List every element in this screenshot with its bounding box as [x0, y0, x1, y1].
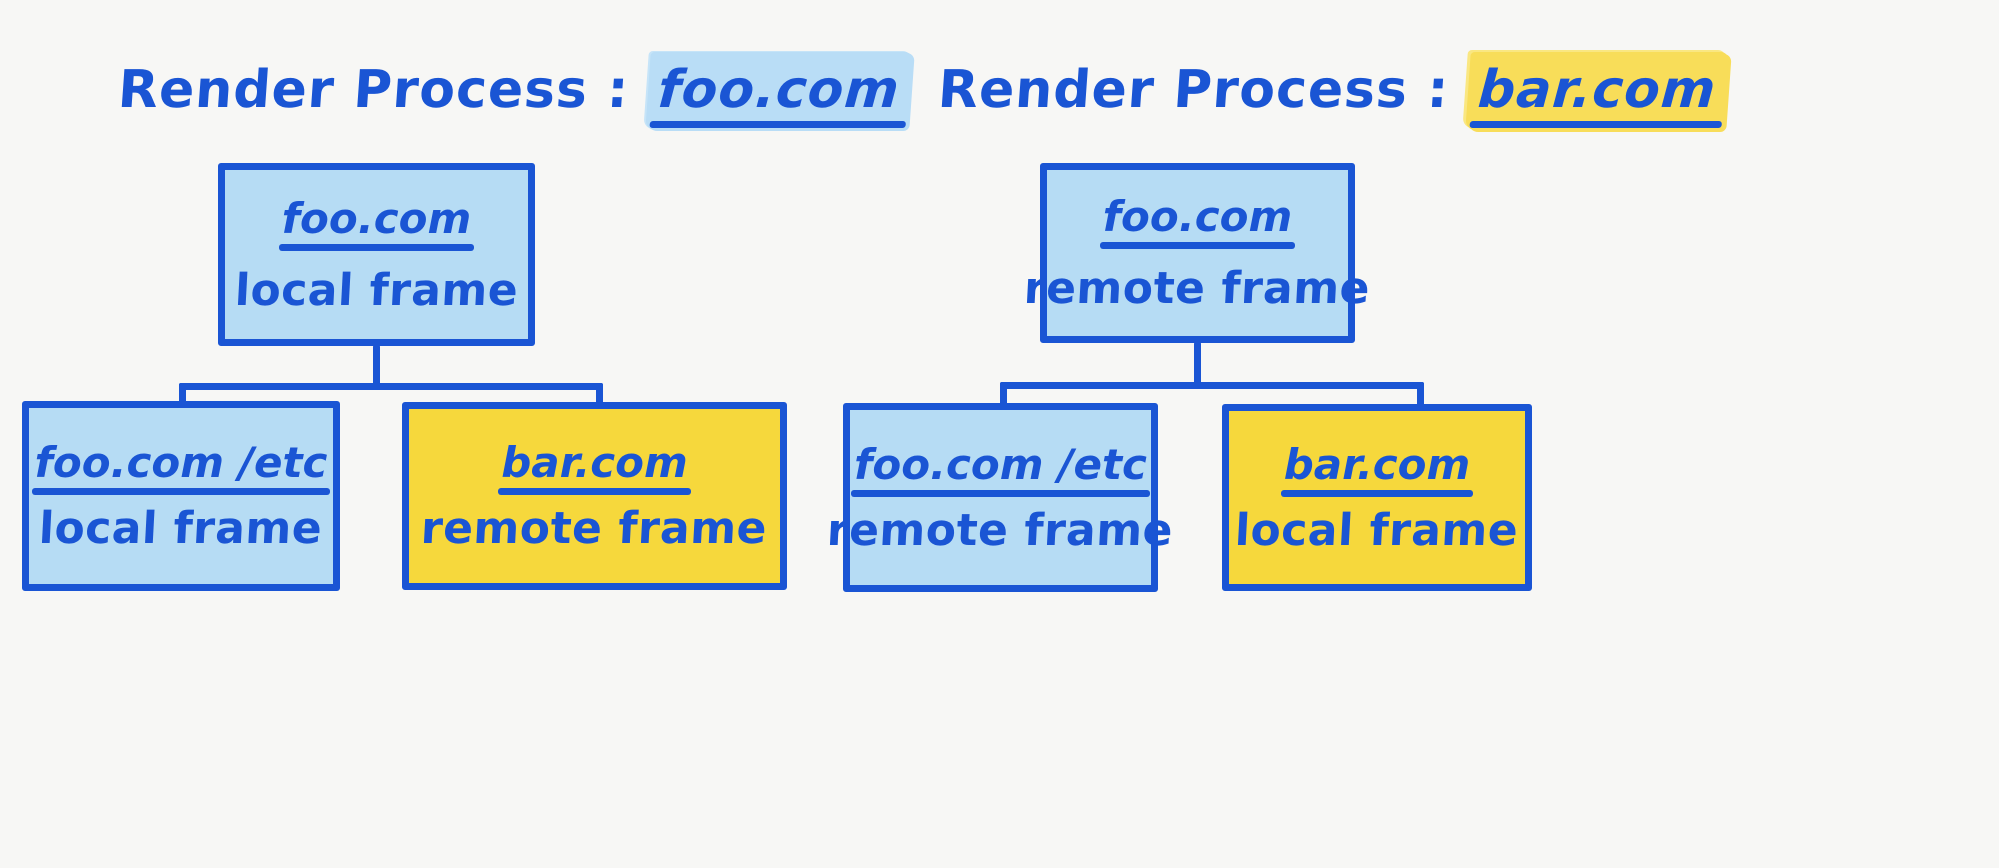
connector-root-stem-right	[1194, 342, 1201, 386]
connector-root-stem-left	[373, 345, 380, 387]
frame-origin: foo.com /etc	[851, 440, 1150, 497]
frame-box-root-right[interactable]: foo.com remote frame	[1023, 163, 1372, 343]
frame-origin: foo.com	[278, 194, 475, 251]
connector-child2-stem-left	[596, 383, 603, 407]
render-process-label: Render Process :	[116, 60, 632, 120]
frame-kind: remote frame	[826, 504, 1175, 556]
frame-origin: bar.com	[498, 438, 691, 495]
connector-child2-stem-right	[1417, 382, 1424, 407]
render-process-host: foo.com	[646, 58, 912, 126]
frame-box-child-bar-right[interactable]: bar.com local frame	[1222, 404, 1532, 591]
frame-kind: remote frame	[420, 503, 769, 554]
frame-origin: foo.com /etc	[31, 438, 331, 495]
frame-origin: bar.com	[1280, 440, 1473, 497]
render-process-title-bar: Render Process : bar.com	[936, 58, 1729, 126]
frame-kind: local frame	[38, 503, 324, 554]
render-process-title-foo: Render Process : foo.com	[116, 58, 912, 126]
connector-child1-stem-left	[179, 383, 186, 407]
render-process-host: bar.com	[1466, 58, 1729, 126]
connector-crossbar-right	[1000, 382, 1424, 389]
render-process-label: Render Process :	[936, 60, 1452, 120]
frame-kind: local frame	[1234, 504, 1520, 556]
frame-origin: foo.com	[1099, 192, 1296, 249]
frame-box-child-bar-left[interactable]: bar.com remote frame	[402, 402, 787, 590]
connector-child1-stem-right	[1000, 382, 1007, 407]
frame-box-child-foo-etc-left[interactable]: foo.com /etc local frame	[22, 401, 340, 591]
frame-kind: remote frame	[1023, 263, 1372, 314]
connector-crossbar-left	[179, 383, 603, 390]
frame-box-root-left[interactable]: foo.com local frame	[218, 163, 535, 346]
frame-box-child-foo-etc-right[interactable]: foo.com /etc remote frame	[826, 403, 1175, 592]
frame-kind: local frame	[233, 264, 520, 316]
